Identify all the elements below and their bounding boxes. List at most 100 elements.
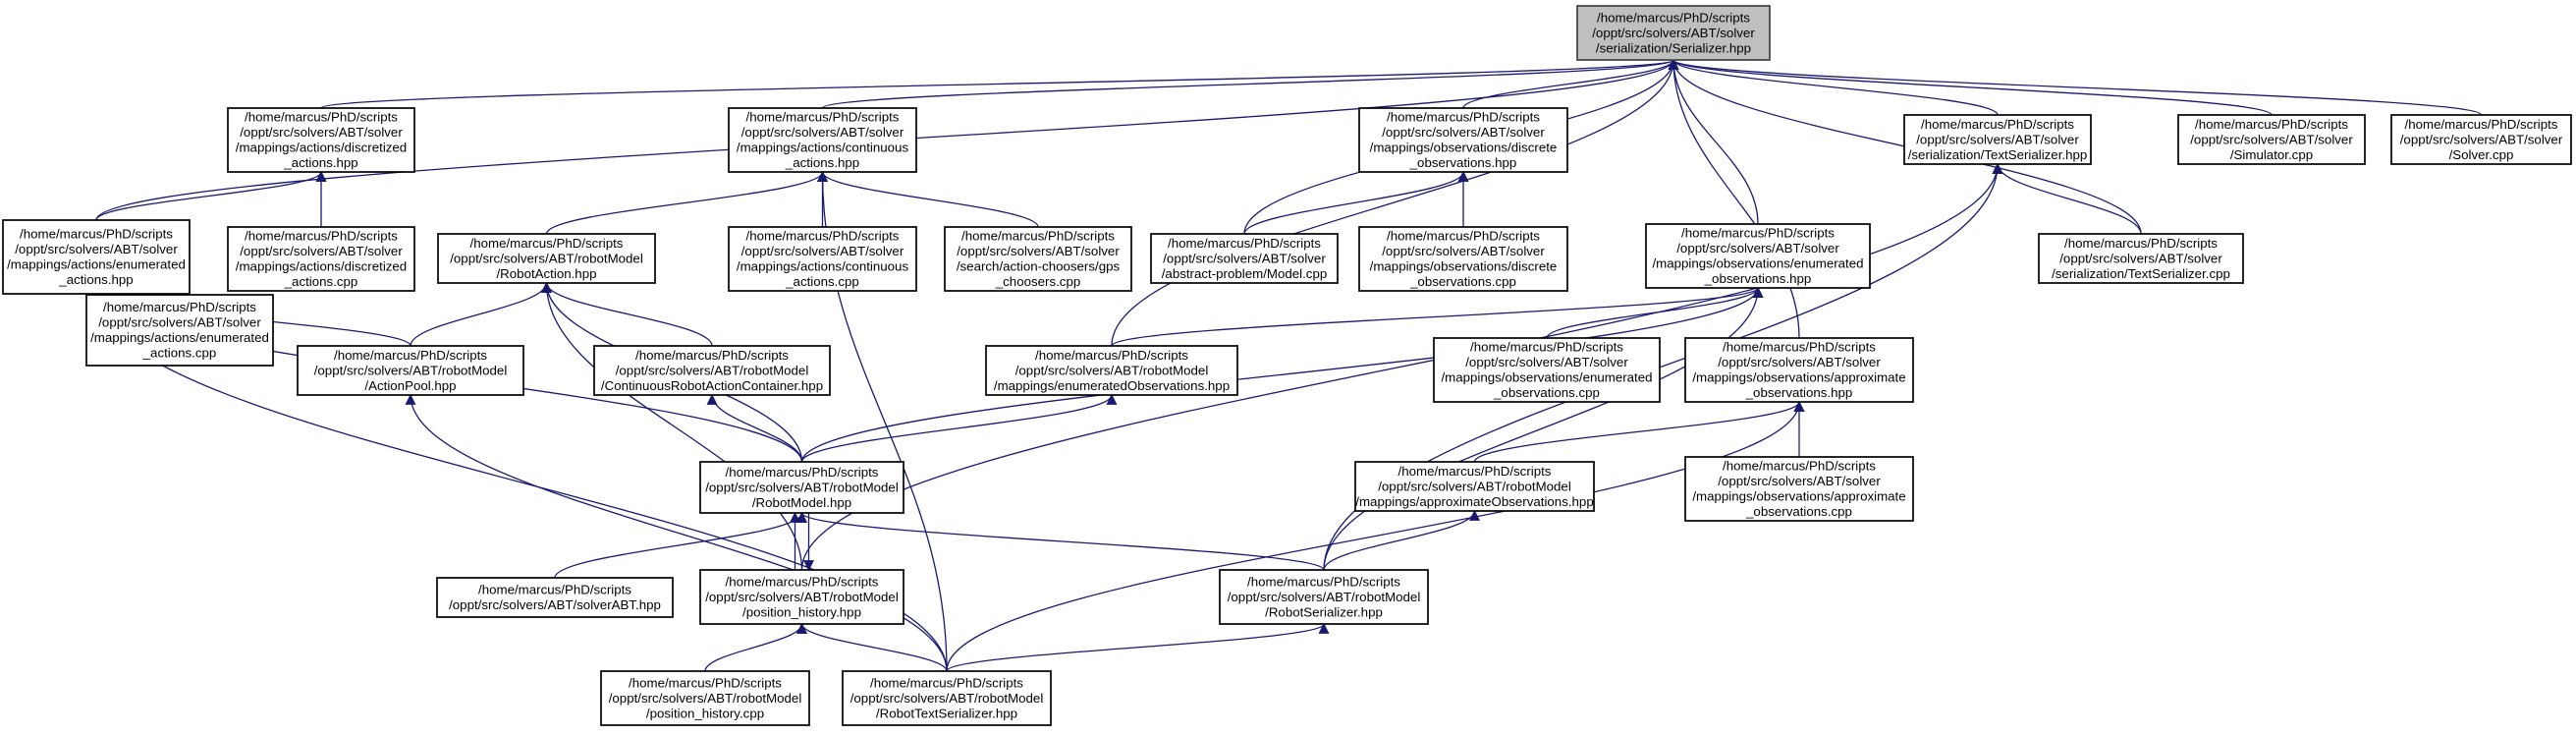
node-robotmodel-approximate-observations-hpp[interactable]: /home/marcus/PhD/scripts/oppt/src/solver… — [1354, 461, 1595, 512]
node-label-line: /home/marcus/PhD/scripts — [1387, 229, 1540, 244]
node-label-line: /oppt/src/solvers/ABT/robotModel — [1228, 590, 1421, 604]
node-text-serializer-hpp[interactable]: /home/marcus/PhD/scripts/oppt/src/solver… — [1903, 114, 2092, 165]
node-label-line: /home/marcus/PhD/scripts — [1035, 348, 1188, 363]
node-label-line: /oppt/src/solvers/ABT/solver — [15, 242, 178, 256]
node-box — [1358, 107, 1568, 173]
node-label-line: /mappings/actions/enumerated — [90, 330, 269, 345]
edges-layer — [90, 58, 2483, 672]
node-label-line: /home/marcus/PhD/scripts — [870, 675, 1023, 690]
node-action-pool-hpp[interactable]: /home/marcus/PhD/scripts/oppt/src/solver… — [297, 345, 524, 396]
node-continuous-robot-action-container-hpp[interactable]: /home/marcus/PhD/scripts/oppt/src/solver… — [593, 345, 831, 396]
node-label-line: _observations.hpp — [1745, 385, 1853, 400]
node-box — [600, 670, 810, 726]
node-box — [699, 461, 904, 514]
node-label-line: /home/marcus/PhD/scripts — [1681, 226, 1835, 241]
node-label-line: /mappings/enumeratedObservations.hpp — [994, 378, 1230, 393]
node-label-line: /home/marcus/PhD/scripts — [746, 229, 900, 244]
node-label-line: /mappings/observations/discrete — [1370, 259, 1558, 274]
edge-gps_choosers_cpp-to-continuous_actions_hpp — [817, 170, 1039, 228]
node-robotmodel-enumerated-observations-hpp[interactable]: /home/marcus/PhD/scripts/oppt/src/solver… — [985, 345, 1238, 396]
node-box — [2390, 114, 2572, 165]
node-simulator-cpp[interactable]: /home/marcus/PhD/scripts/oppt/src/solver… — [2177, 114, 2366, 165]
node-label-line: _observations.hpp — [1409, 155, 1517, 170]
node-robot-action-hpp[interactable]: /home/marcus/PhD/scripts/oppt/src/solver… — [437, 233, 656, 284]
node-serializer-hpp[interactable]: /home/marcus/PhD/scripts/oppt/src/solver… — [1576, 5, 1771, 61]
node-label-line: _observations.cpp — [1493, 385, 1600, 400]
edge-text_serializer_cpp-to-text_serializer_hpp — [1992, 162, 2142, 235]
edge-robot_model_hpp-to-continuous_robot_action_container_hpp — [706, 393, 803, 463]
node-box — [593, 345, 831, 396]
node-position-history-hpp[interactable]: /home/marcus/PhD/scripts/oppt/src/solver… — [699, 569, 904, 625]
node-label-line: /oppt/src/solvers/ABT/solver — [741, 125, 904, 140]
node-label-line: /home/marcus/PhD/scripts — [961, 229, 1115, 244]
edge-discrete_observations_hpp-to-serializer_hpp — [1462, 58, 1679, 109]
node-label-line: /home/marcus/PhD/scripts — [1398, 464, 1552, 479]
edge-enumerated_observations_hpp-to-serializer_hpp — [1668, 58, 1759, 225]
edge-model_cpp-to-discrete_observations_hpp — [1243, 170, 1469, 235]
node-label-line: /home/marcus/PhD/scripts — [103, 300, 256, 314]
node-label-line: /oppt/src/solvers/ABT/solver — [240, 244, 403, 258]
node-label-line: /home/marcus/PhD/scripts — [2195, 117, 2348, 132]
node-label-line: /oppt/src/solvers/ABT/solver — [240, 125, 403, 140]
node-label-line: /home/marcus/PhD/scripts — [334, 348, 487, 363]
edge-enumerated_observations_cpp-to-enumerated_observations_hpp — [1546, 286, 1764, 339]
node-discretized-actions-cpp[interactable]: /home/marcus/PhD/scripts/oppt/src/solver… — [227, 226, 415, 292]
node-box — [227, 107, 415, 173]
node-label-line: /oppt/src/solvers/ABT/solver — [2190, 132, 2353, 146]
node-label-line: /mappings/observations/enumerated — [1441, 370, 1652, 385]
node-label-line: /RobotTextSerializer.hpp — [876, 706, 1017, 720]
edge-robot_serializer_hpp-to-robotmodel_approximate_observations_hpp — [1323, 509, 1480, 571]
node-label-line: /home/marcus/PhD/scripts — [2064, 236, 2218, 251]
node-label-line: /oppt/src/solvers/ABT/solver — [741, 244, 904, 258]
node-label-line: /oppt/src/solvers/ABT/robotModel — [609, 691, 802, 706]
node-box — [1433, 337, 1661, 403]
node-continuous-actions-hpp[interactable]: /home/marcus/PhD/scripts/oppt/src/solver… — [728, 107, 917, 173]
edge-robot_text_serializer_hpp-to-approximate_observations_hpp — [946, 400, 1805, 672]
node-box — [1358, 226, 1568, 292]
node-label-line: _actions.cpp — [142, 346, 217, 361]
node-enumerated-observations-cpp[interactable]: /home/marcus/PhD/scripts/oppt/src/solver… — [1433, 337, 1661, 403]
node-label-line: /oppt/src/solvers/ABT/solver — [1592, 26, 1755, 40]
node-label-line: /oppt/src/solvers/ABT/solver — [1382, 244, 1545, 258]
node-label-line: /home/marcus/PhD/scripts — [478, 583, 631, 597]
node-robot-text-serializer-hpp[interactable]: /home/marcus/PhD/scripts/oppt/src/solver… — [842, 670, 1052, 726]
node-robot-model-hpp[interactable]: /home/marcus/PhD/scripts/oppt/src/solver… — [699, 461, 904, 514]
node-continuous-actions-cpp[interactable]: /home/marcus/PhD/scripts/oppt/src/solver… — [728, 226, 917, 292]
node-box — [2177, 114, 2366, 165]
node-label-line: /search/action-choosers/gps — [957, 259, 1121, 274]
node-label-line: /mappings/observations/approximate — [1692, 489, 1905, 504]
node-label-line: /home/marcus/PhD/scripts — [1247, 574, 1400, 589]
node-solver-cpp[interactable]: /home/marcus/PhD/scripts/oppt/src/solver… — [2390, 114, 2572, 165]
node-discrete-observations-cpp[interactable]: /home/marcus/PhD/scripts/oppt/src/solver… — [1358, 226, 1568, 292]
node-discrete-observations-hpp[interactable]: /home/marcus/PhD/scripts/oppt/src/solver… — [1358, 107, 1568, 173]
edge-solver_abt_hpp-to-robot_model_hpp — [554, 511, 807, 579]
node-box — [1684, 337, 1914, 403]
node-box — [297, 345, 524, 396]
node-label-line: /serialization/TextSerializer.cpp — [2052, 266, 2230, 281]
node-label-line: /position_history.hpp — [742, 604, 861, 619]
node-enumerated-actions-cpp[interactable]: /home/marcus/PhD/scripts/oppt/src/solver… — [85, 294, 274, 367]
node-gps-choosers-cpp[interactable]: /home/marcus/PhD/scripts/oppt/src/solver… — [944, 226, 1132, 292]
node-label-line: /oppt/src/solvers/ABT/robotModel — [1378, 479, 1571, 493]
node-approximate-observations-hpp[interactable]: /home/marcus/PhD/scripts/oppt/src/solver… — [1684, 337, 1914, 403]
node-label-line: _actions.cpp — [284, 274, 358, 289]
edge-continuous_actions_hpp-to-serializer_hpp — [821, 58, 1679, 109]
node-approximate-observations-cpp[interactable]: /home/marcus/PhD/scripts/oppt/src/solver… — [1684, 456, 1914, 522]
node-box — [728, 107, 917, 173]
node-label-line: _actions.cpp — [785, 274, 859, 289]
node-text-serializer-cpp[interactable]: /home/marcus/PhD/scripts/oppt/src/solver… — [2038, 233, 2244, 284]
node-label-line: /oppt/src/solvers/ABT/solverABT.hpp — [449, 597, 661, 612]
edge-robot_text_serializer_hpp-to-action_pool_hpp — [405, 393, 948, 672]
node-label-line: /home/marcus/PhD/scripts — [1597, 10, 1750, 25]
node-label-line: /oppt/src/solvers/ABT/solver — [2059, 251, 2222, 265]
node-enumerated-actions-hpp[interactable]: /home/marcus/PhD/scripts/oppt/src/solver… — [2, 219, 191, 295]
node-robot-serializer-hpp[interactable]: /home/marcus/PhD/scripts/oppt/src/solver… — [1219, 569, 1429, 625]
node-position-history-cpp[interactable]: /home/marcus/PhD/scripts/oppt/src/solver… — [600, 670, 810, 726]
node-discretized-actions-hpp[interactable]: /home/marcus/PhD/scripts/oppt/src/solver… — [227, 107, 415, 173]
node-label-line: /home/marcus/PhD/scripts — [726, 574, 879, 589]
node-label-line: /mappings/actions/continuous — [737, 259, 909, 274]
node-model-cpp[interactable]: /home/marcus/PhD/scripts/oppt/src/solver… — [1150, 233, 1339, 284]
node-enumerated-observations-hpp[interactable]: /home/marcus/PhD/scripts/oppt/src/solver… — [1645, 223, 1871, 289]
node-solver-abt-hpp[interactable]: /home/marcus/PhD/scripts/oppt/src/solver… — [436, 577, 674, 618]
node-box — [1219, 569, 1429, 625]
